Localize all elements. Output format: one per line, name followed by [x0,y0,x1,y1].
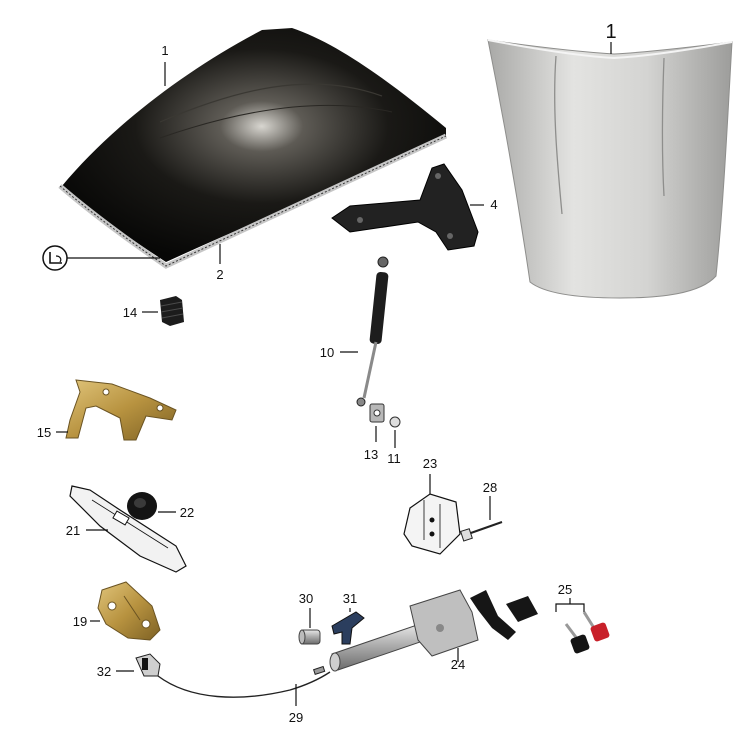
callout-hood-black: 1 [161,43,168,58]
hood-silver [487,39,733,299]
callout-hinge: 4 [490,197,497,212]
callout-latch: 19 [73,614,87,629]
cable-end [298,629,321,645]
bracket-13 [369,403,385,423]
callout-clip-11: 11 [387,451,401,466]
latch [97,581,161,641]
clip-11 [389,416,401,428]
callout-cable-clip: 32 [97,664,111,679]
callout-bump-stop: 14 [123,305,137,320]
grommet [127,492,157,520]
bracket-23 [403,493,461,555]
callout-keys: 25 [558,582,572,597]
callout-safety-catch: 15 [37,425,51,440]
lever [331,611,365,645]
callout-bracket-13: 13 [364,447,378,462]
safety-catch [65,379,177,441]
screw-28 [460,521,503,542]
callout-lock-cylinder: 24 [451,657,465,672]
seal-badge-icon [42,245,68,271]
callout-bracket-23: 23 [423,456,437,471]
gas-strut [356,256,389,407]
callout-lever: 31 [343,591,357,606]
hood-seal [58,133,448,269]
callout-hood-silver: 1 [605,21,616,43]
callout-latch-plate: 21 [66,523,80,538]
callout-gas-strut: 10 [320,345,334,360]
callout-screw-28: 28 [483,480,497,495]
callout-grommet: 22 [180,505,194,520]
callout-cable-end: 30 [299,591,313,606]
cable-clip [135,653,161,677]
latch-plate [69,485,187,573]
hood-black [62,28,446,262]
cable [157,665,331,698]
keys [555,603,610,654]
callout-cable: 29 [289,710,303,725]
lock-cylinder [329,589,538,672]
hinge [331,163,479,251]
callout-hood-seal: 2 [216,267,223,282]
bump-stop [160,296,184,326]
